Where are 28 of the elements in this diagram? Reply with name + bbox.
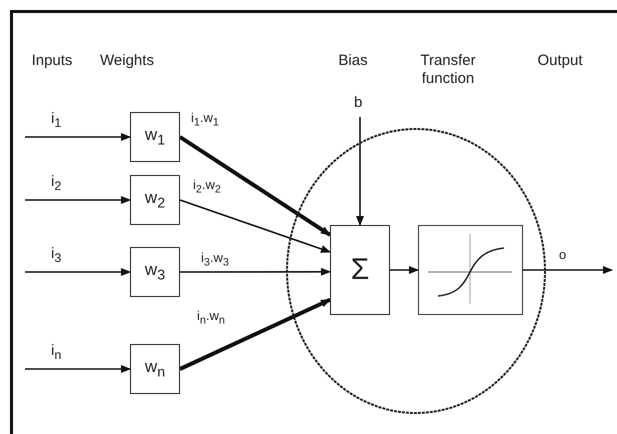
- transfer-function-box: [418, 225, 523, 315]
- arrow: [356, 117, 364, 226]
- weight-box: w$_{3}$: [130, 247, 180, 297]
- arrow: [180, 268, 331, 276]
- neuron-ellipse: [285, 127, 547, 415]
- arrow: [179, 298, 331, 371]
- bias-label: b: [350, 94, 370, 117]
- arrow: [178, 135, 332, 237]
- input-label: i$_{3}$: [25, 245, 85, 272]
- arrow: [390, 266, 419, 274]
- arrow: [25, 133, 131, 141]
- input-label: i$_{2}$: [25, 173, 85, 200]
- arrow: [25, 365, 131, 373]
- arrow: [25, 268, 131, 276]
- arrow: [180, 199, 331, 253]
- column-heading: Weights: [99, 52, 155, 70]
- summation-box: Σ: [330, 225, 390, 315]
- column-heading: Bias: [337, 52, 369, 70]
- input-label: i$_{1}$: [25, 110, 85, 137]
- arrow: [25, 196, 131, 204]
- column-heading: Transfer function: [419, 52, 477, 88]
- weight-box: w$_{1}$: [130, 112, 180, 162]
- arrow: [523, 266, 613, 274]
- weight-box: w$_{2}$: [130, 175, 180, 225]
- column-heading: Inputs: [30, 52, 74, 70]
- input-label: i$_{n}$: [25, 342, 85, 369]
- column-heading: Output: [536, 52, 584, 70]
- weight-box: w$_{n}$: [130, 344, 180, 394]
